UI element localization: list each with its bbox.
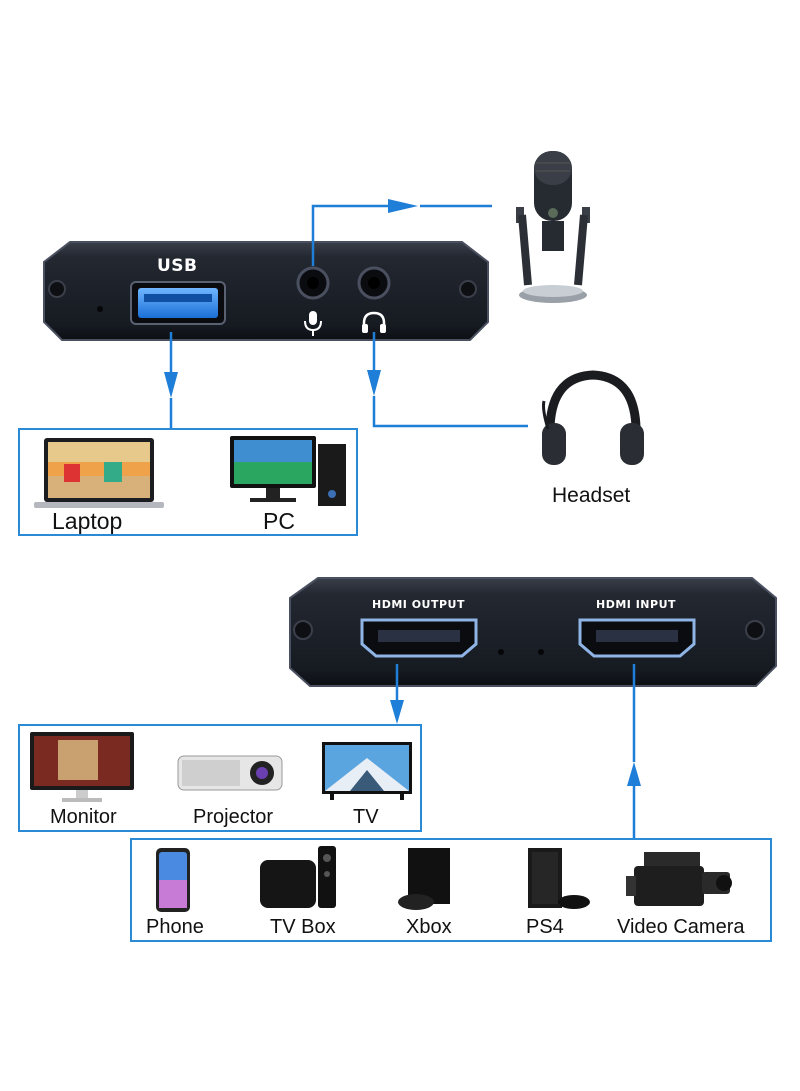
microphone-icon [304, 311, 322, 336]
ps4-image [528, 848, 590, 909]
hdmi-input-label: HDMI INPUT [596, 598, 677, 611]
output-item-tv: TV [353, 806, 379, 828]
pc-image [230, 436, 346, 506]
input-item-xbox: Xbox [406, 916, 452, 938]
headset-label: Headset [552, 484, 631, 507]
usb-microphone-image [516, 151, 590, 303]
hdmi-output-label: HDMI OUTPUT [372, 598, 465, 611]
output-item-projector: Projector [193, 806, 274, 828]
laptop-image [34, 438, 164, 508]
monitor-image [30, 732, 134, 802]
output-item-monitor: Monitor [50, 806, 117, 828]
input-item-phone: Phone [146, 916, 204, 938]
input-item-ps4: PS4 [526, 916, 564, 938]
headphone-icon [362, 311, 386, 333]
usb-port-label: USB [157, 256, 198, 276]
projector-image [177, 755, 283, 791]
input-item-tv-box: TV Box [270, 916, 336, 938]
laptop-label: Laptop [52, 508, 123, 534]
xbox-image [398, 848, 450, 910]
tv-image [322, 742, 412, 800]
tv-box-image [260, 846, 336, 908]
pc-label: PC [263, 508, 295, 534]
input-item-video-camera: Video Camera [617, 916, 745, 938]
video-camera-image [626, 852, 732, 906]
headset-image [542, 370, 644, 465]
phone-image [156, 848, 190, 912]
